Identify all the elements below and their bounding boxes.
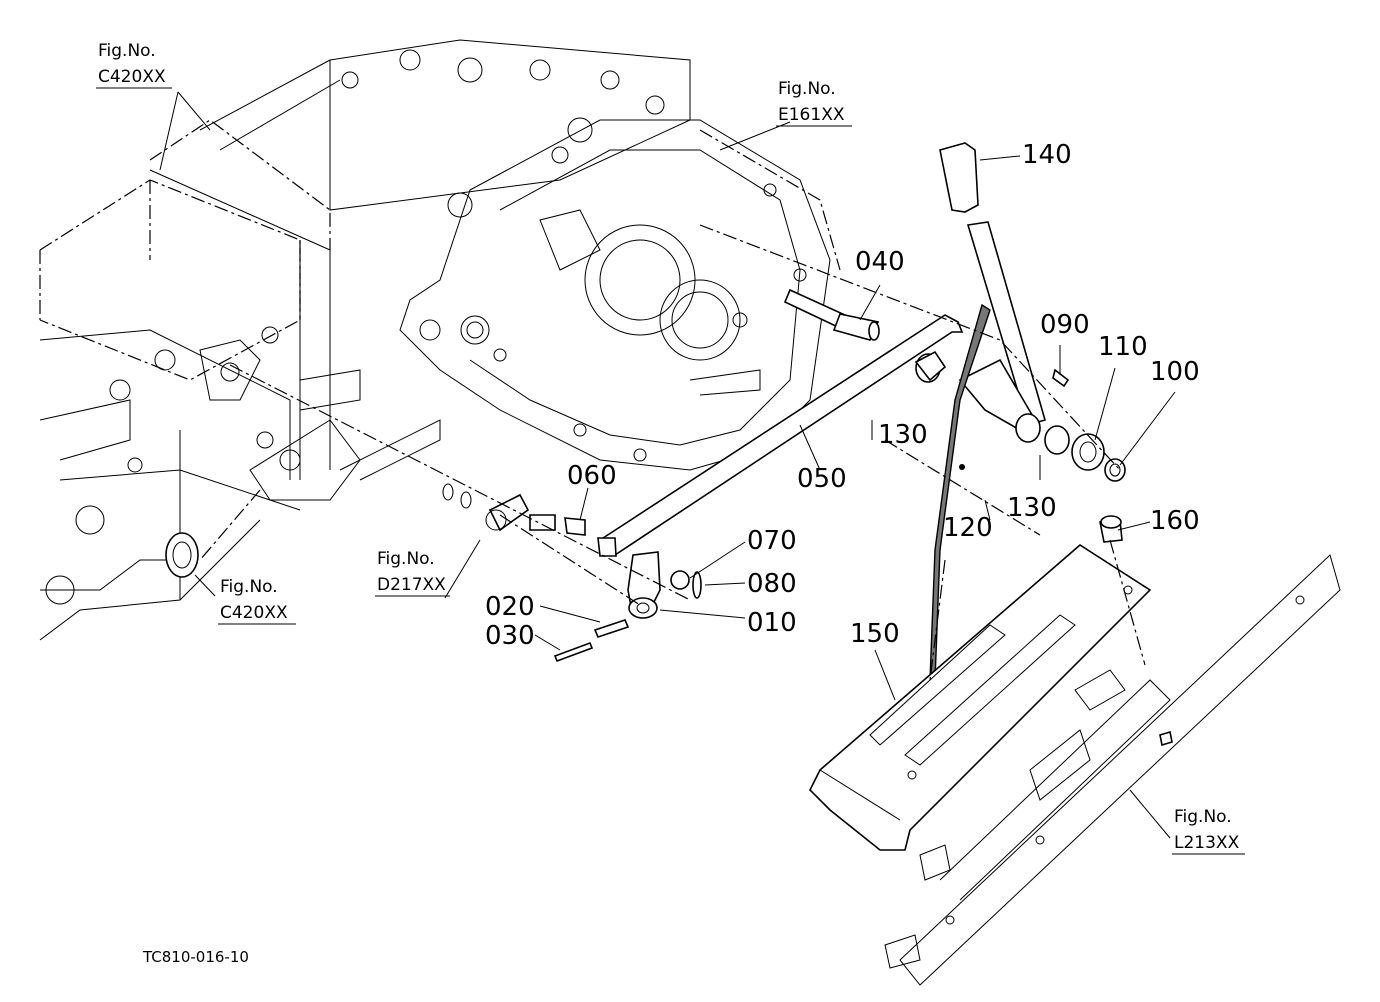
callout-050: 050 [797, 464, 847, 494]
assembly-lines [199, 224, 1146, 681]
callout-090: 090 [1040, 310, 1090, 340]
callout-110: 110 [1098, 332, 1148, 362]
shaft-040 [783, 288, 880, 341]
callout-080: 080 [747, 569, 797, 599]
fig-ref-code: C420XX [220, 603, 288, 623]
callout-160: 160 [1150, 506, 1200, 536]
callout-060: 060 [567, 461, 617, 491]
callout-040: 040 [855, 247, 905, 277]
figure-refs: Fig.No. C420XX Fig.No. E161XX Fig.No. C4… [96, 41, 1245, 855]
callout-130-right: 130 [1007, 493, 1057, 523]
transmission-housing [39, 39, 691, 641]
callout-120: 120 [943, 513, 993, 543]
callout-150: 150 [850, 619, 900, 649]
callout-030: 030 [485, 621, 535, 651]
fig-ref-prefix: Fig.No. [220, 577, 278, 597]
mounting-bracket [884, 554, 1341, 986]
fig-ref-code: L213XX [1174, 833, 1240, 853]
leader-lines [159, 91, 1176, 839]
clutch-housing [399, 95, 841, 471]
fig-ref-prefix: Fig.No. [1174, 807, 1232, 827]
fig-ref-code: E161XX [778, 105, 845, 125]
callout-010: 010 [747, 608, 797, 638]
callout-140: 140 [1022, 140, 1072, 170]
fig-ref-c420xx-bottom: Fig.No. C420XX [218, 577, 296, 625]
callout-020: 020 [485, 592, 535, 622]
guide-plate [809, 544, 1152, 851]
lever-arm-010 [442, 483, 702, 663]
fig-ref-prefix: Fig.No. [778, 79, 836, 99]
callout-100: 100 [1150, 357, 1200, 387]
fig-ref-c420xx-top: Fig.No. C420XX [96, 41, 172, 89]
fig-ref-e161xx: Fig.No. E161XX [776, 79, 852, 127]
callout-070: 070 [747, 526, 797, 556]
fig-ref-d217xx: Fig.No. D217XX [375, 549, 450, 597]
hand-lever [929, 142, 1046, 681]
rod-050 [597, 314, 964, 557]
drawing-code: TC810-016-10 [142, 948, 249, 966]
bushings-washers [914, 350, 1126, 543]
fig-ref-code: C420XX [98, 67, 166, 87]
fig-ref-code: D217XX [377, 575, 446, 595]
callouts: 140 040 090 110 100 130 130 120 050 060 … [485, 140, 1200, 651]
fig-ref-prefix: Fig.No. [377, 549, 435, 569]
fig-ref-prefix: Fig.No. [98, 41, 156, 61]
fig-ref-l213xx: Fig.No. L213XX [1172, 807, 1245, 855]
callout-130-left: 130 [878, 420, 928, 450]
